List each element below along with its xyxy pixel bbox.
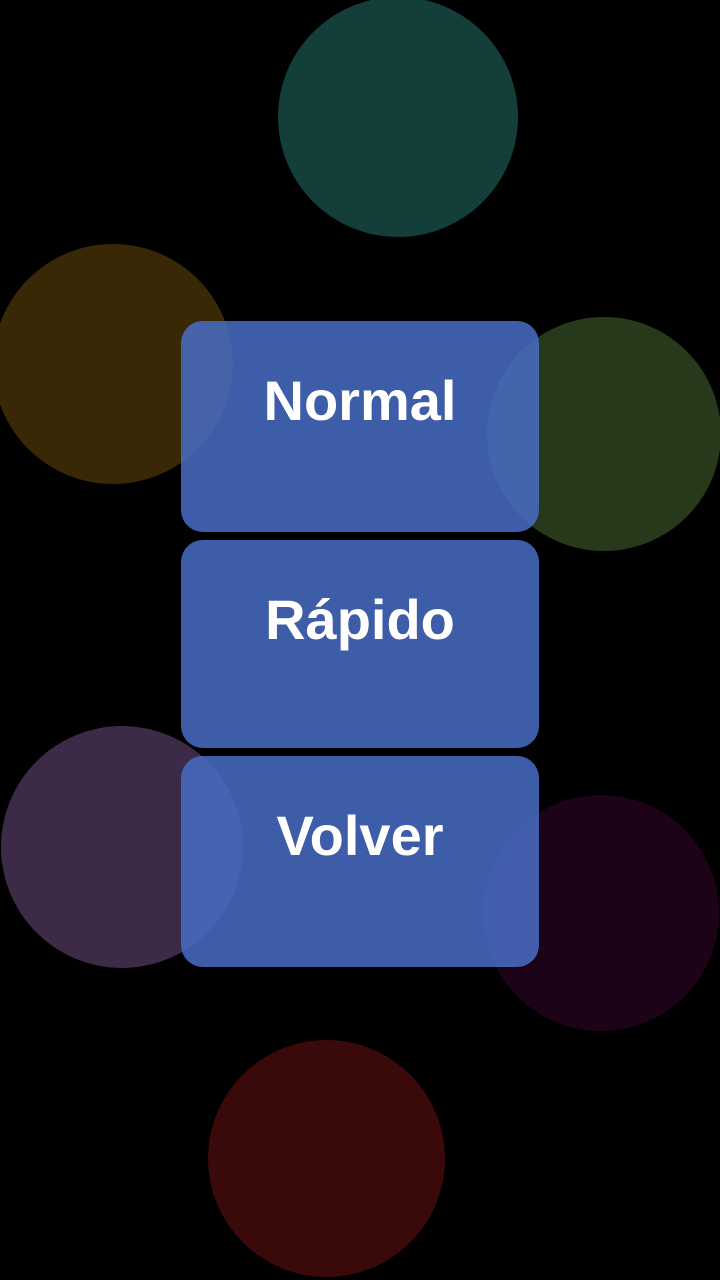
teal-circle [278,0,518,237]
volver-button-label: Volver [276,804,444,867]
rapido-difficulty-button[interactable]: Rápido [181,540,539,748]
normal-difficulty-button[interactable]: Normal [181,321,539,532]
volver-back-button[interactable]: Volver [181,756,539,967]
rapido-button-label: Rápido [265,588,455,651]
normal-button-label: Normal [263,369,457,432]
red-circle [208,1040,445,1277]
